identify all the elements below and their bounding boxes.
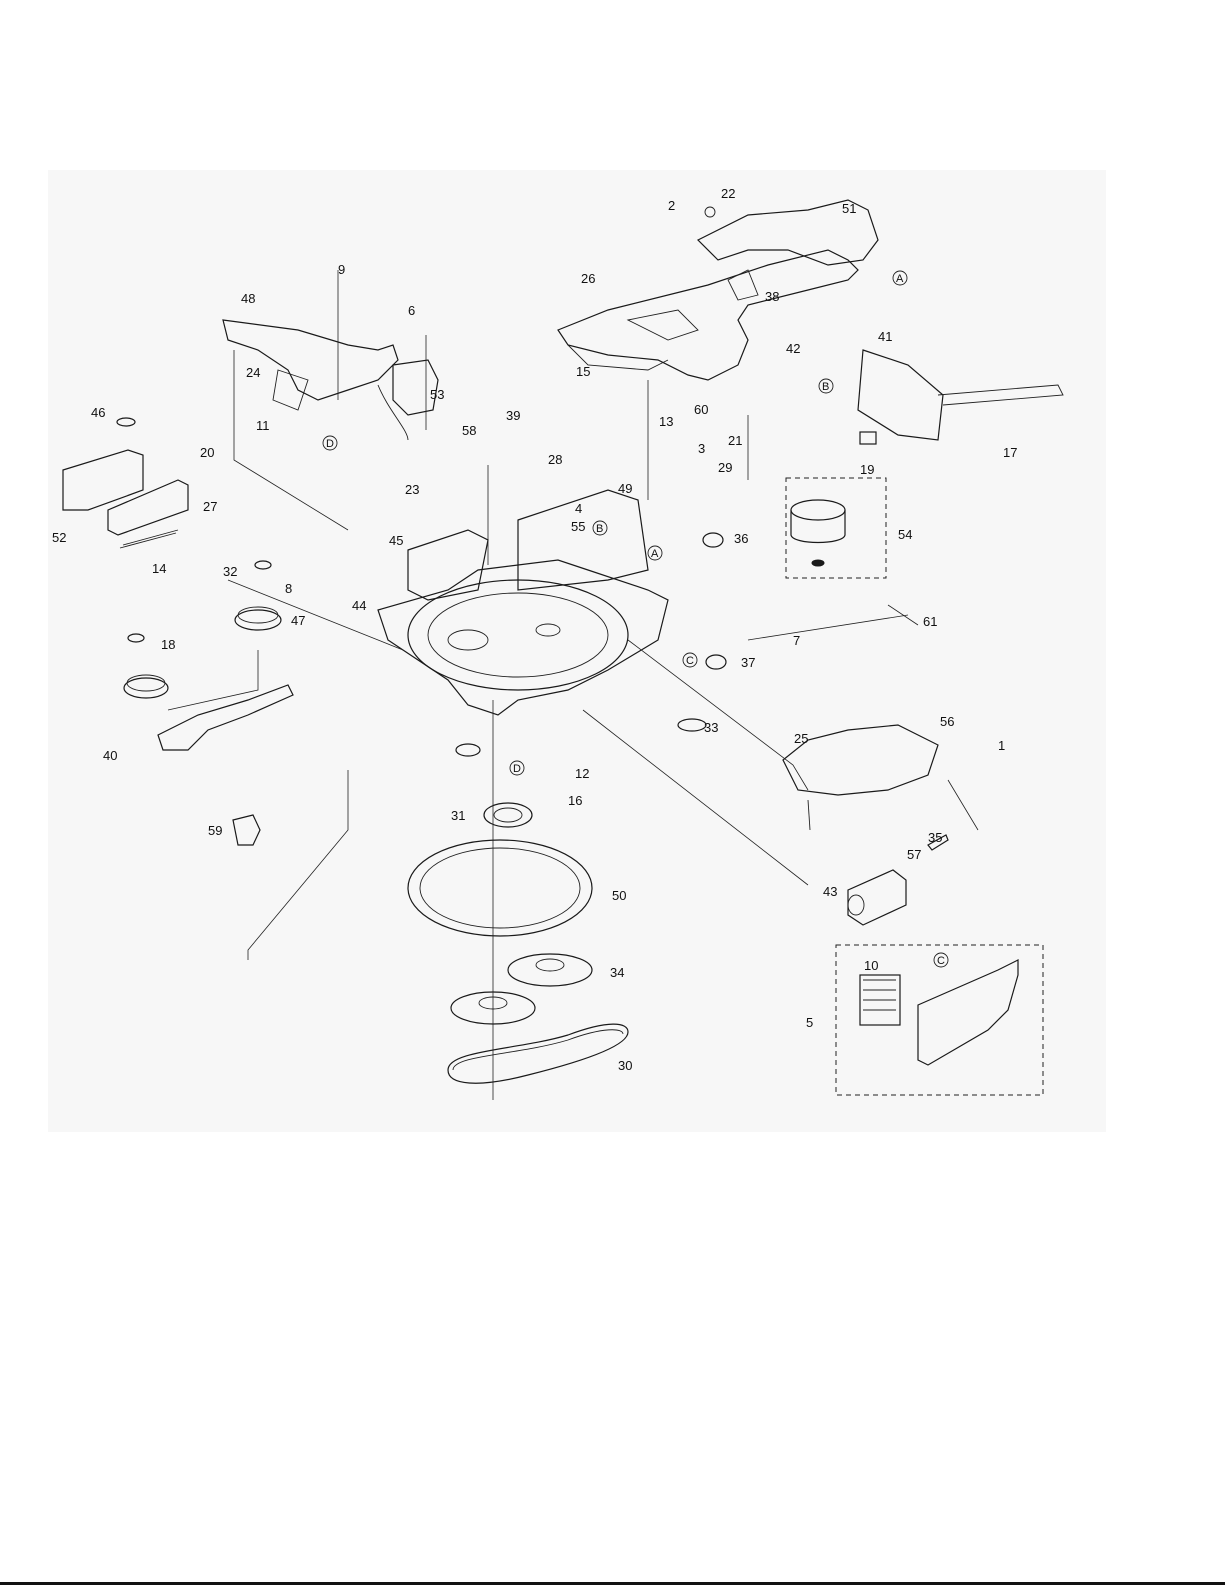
callout-13: 13 <box>659 414 673 429</box>
callout-8: 8 <box>285 581 292 596</box>
callout-27: 27 <box>203 499 217 514</box>
drive-belt <box>448 1024 628 1083</box>
connector-marker-c-pcb: C <box>937 955 945 967</box>
callout-39: 39 <box>506 408 520 423</box>
callout-34: 34 <box>610 965 624 980</box>
callout-31: 31 <box>451 808 465 823</box>
callout-16: 16 <box>568 793 582 808</box>
callout-9: 9 <box>338 262 345 277</box>
connector-marker-b-pcb: B <box>822 381 829 393</box>
callout-52: 52 <box>52 530 66 545</box>
callout-49: 49 <box>618 481 632 496</box>
callout-25: 25 <box>794 731 808 746</box>
callout-24: 24 <box>246 365 260 380</box>
callout-36: 36 <box>734 531 748 546</box>
callout-55: 55 <box>571 519 585 534</box>
callout-28: 28 <box>548 452 562 467</box>
callout-26: 26 <box>581 271 595 286</box>
callout-11: 11 <box>256 418 270 433</box>
left-side-plates <box>63 418 188 548</box>
callout-38: 38 <box>765 289 779 304</box>
right-pcb <box>858 350 1063 444</box>
callout-3: 3 <box>698 441 705 456</box>
callout-15: 15 <box>576 364 590 379</box>
callout-4: 4 <box>575 501 582 516</box>
callout-19: 19 <box>860 462 874 477</box>
leader-lines <box>168 270 978 1100</box>
callout-14: 14 <box>152 561 166 576</box>
callout-58: 58 <box>462 423 476 438</box>
connector-marker-c-chassis: C <box>686 655 694 667</box>
callout-12: 12 <box>575 766 589 781</box>
callout-37: 37 <box>741 655 755 670</box>
connector-markers: A A B B C C D D <box>323 271 948 967</box>
callout-17: 17 <box>1003 445 1017 460</box>
callout-61: 61 <box>923 614 937 629</box>
callout-10: 10 <box>864 958 878 973</box>
callout-42: 42 <box>786 341 800 356</box>
callout-23: 23 <box>405 482 419 497</box>
callout-43: 43 <box>823 884 837 899</box>
connector-marker-d-upper: D <box>326 438 334 450</box>
callout-2: 2 <box>668 198 675 213</box>
callout-18: 18 <box>161 637 175 652</box>
callout-21: 21 <box>728 433 742 448</box>
callout-57: 57 <box>907 847 921 862</box>
callout-29: 29 <box>718 460 732 475</box>
callout-47: 47 <box>291 613 305 628</box>
loading-motor <box>848 835 948 925</box>
callout-5: 5 <box>806 1015 813 1030</box>
callout-46: 46 <box>91 405 105 420</box>
callout-33: 33 <box>704 720 718 735</box>
callout-53: 53 <box>430 387 444 402</box>
callout-60: 60 <box>694 402 708 417</box>
callout-35: 35 <box>928 830 942 845</box>
callout-22: 22 <box>721 186 735 201</box>
loading-assembly <box>558 200 878 380</box>
connector-marker-b-chassis: B <box>596 523 603 535</box>
callout-56: 56 <box>940 714 954 729</box>
callout-32: 32 <box>223 564 237 579</box>
callout-40: 40 <box>103 748 117 763</box>
connector-marker-a-top: A <box>896 273 904 285</box>
lower-lever <box>158 685 293 750</box>
callout-54: 54 <box>898 527 912 542</box>
connector-marker-d-lower: D <box>513 763 521 775</box>
cam-ring <box>408 840 592 936</box>
callout-48: 48 <box>241 291 255 306</box>
callout-30: 30 <box>618 1058 632 1073</box>
callout-50: 50 <box>612 888 626 903</box>
callout-44: 44 <box>352 598 366 613</box>
connector-marker-a-chassis: A <box>651 548 659 560</box>
callout-1: 1 <box>998 738 1005 753</box>
callout-59: 59 <box>208 823 222 838</box>
callout-45: 45 <box>389 533 403 548</box>
gears <box>124 533 726 1024</box>
callout-20: 20 <box>200 445 214 460</box>
callout-51: 51 <box>842 201 856 216</box>
exploded-parts-diagram: 1 2 3 4 5 6 7 8 9 10 11 12 13 14 15 16 1… <box>48 170 1106 1132</box>
spindle-motor <box>786 478 886 578</box>
main-chassis <box>378 490 668 715</box>
callout-41: 41 <box>878 329 892 344</box>
switch-bracket <box>233 815 260 845</box>
callout-7: 7 <box>793 633 800 648</box>
callout-labels: 1 2 3 4 5 6 7 8 9 10 11 12 13 14 15 16 1… <box>52 186 1017 1073</box>
callout-6: 6 <box>408 303 415 318</box>
